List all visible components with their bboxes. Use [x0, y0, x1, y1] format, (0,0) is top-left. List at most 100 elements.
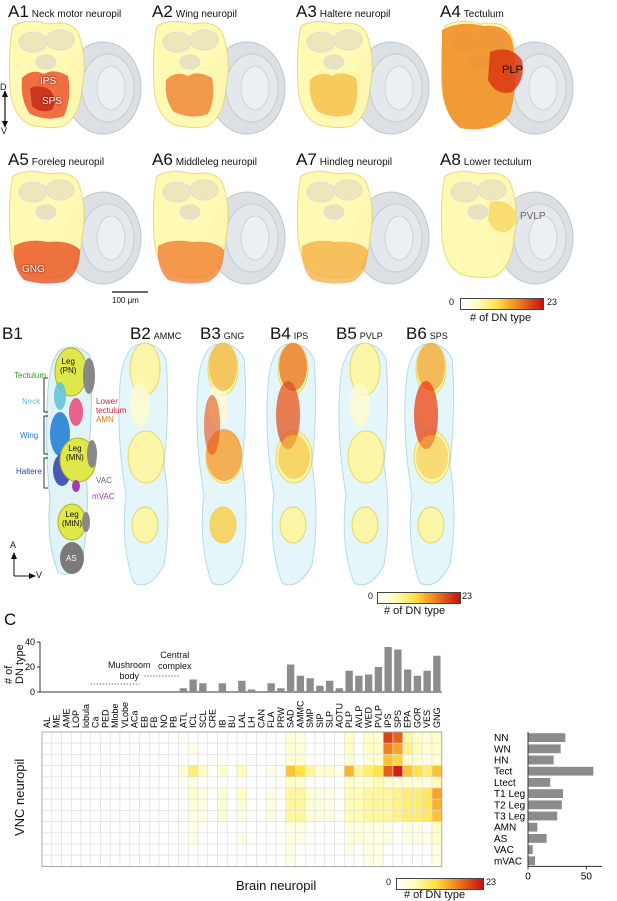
region-label-ips: IPS [40, 76, 57, 87]
heatmap-cell [197, 810, 209, 822]
heatmap-cell [148, 742, 160, 755]
heatmap-cell [353, 854, 365, 867]
heatmap-cell [119, 798, 131, 811]
heatmap-cell [236, 854, 248, 867]
heatmap-cell [70, 810, 82, 822]
heatmap-cell [187, 854, 199, 867]
heatmap-cell [275, 776, 287, 789]
heatmap-cell [197, 798, 209, 811]
heatmap-cell [70, 731, 82, 744]
heatmap-cell [324, 798, 335, 811]
heatmap-cell [100, 843, 111, 856]
brain-count-bar [218, 683, 227, 692]
heatmap-cell [139, 731, 150, 744]
heatmap-cell [236, 754, 248, 766]
heatmap-cell [139, 798, 150, 811]
brain-a7 [296, 170, 430, 285]
heatmap-cell [236, 843, 248, 856]
vnc-count-bar [528, 800, 562, 810]
heatmap-cell [90, 765, 101, 778]
brain-neuropil-label: FLA [266, 711, 276, 728]
heatmap-cell [431, 787, 443, 800]
heatmap-cell [139, 765, 150, 778]
heatmap-cell [363, 731, 374, 744]
heatmap-cell [61, 765, 72, 778]
heatmap-cell [334, 776, 345, 789]
heatmap-cell [158, 765, 170, 778]
heatmap-cell [392, 765, 404, 778]
brain-neuropil-label: SMP [305, 708, 315, 728]
heatmap-cell [139, 854, 150, 867]
heatmap-cell [226, 787, 238, 800]
heatmap-cell [51, 742, 62, 755]
vnc-neuropil-label: AMN [494, 823, 516, 834]
panel-label-c: C [4, 610, 17, 629]
heatmap-cell [109, 742, 121, 755]
heatmap-cell [412, 754, 423, 766]
brain-a6 [152, 170, 286, 285]
heatmap-cell [217, 810, 228, 822]
heatmap-cell [158, 854, 170, 867]
vnc-b6 [404, 342, 455, 586]
brain-neuropil-label: CAN [256, 709, 266, 728]
heatmap-cell [256, 765, 267, 778]
heatmap-cell [41, 742, 53, 755]
colorbar-b-max: 23 [462, 591, 473, 601]
b1-axis-v: V [36, 570, 43, 580]
heatmap-cell [148, 810, 160, 822]
heatmap-cell [382, 810, 394, 822]
heatmap-cell [382, 787, 394, 800]
heatmap-cell [304, 821, 316, 834]
heatmap-cell [265, 832, 277, 845]
top-bar-ytick-label: 0 [30, 687, 35, 697]
heatmap-cell [304, 765, 316, 778]
heatmap-cell [314, 742, 326, 755]
heatmap-cell [402, 776, 413, 789]
heatmap-cell [61, 821, 72, 834]
heatmap-cell [402, 821, 413, 834]
heatmap-cell [431, 776, 443, 789]
heatmap-cell [392, 798, 404, 811]
heatmap-cell [90, 731, 101, 744]
brain-neuropil-label: ATL [178, 712, 188, 728]
brain-a1 [8, 20, 142, 135]
heatmap-cell [363, 798, 374, 811]
heatmap-cell [109, 854, 121, 867]
brain-neuropil-label: FB [149, 716, 159, 728]
heatmap-cell [246, 765, 257, 778]
heatmap-cell [100, 810, 111, 822]
heatmap-cell [70, 821, 82, 834]
heatmap-cell [295, 832, 306, 845]
heatmap-cell [187, 810, 199, 822]
heatmap-cell [304, 810, 316, 822]
brain-neuropil-label: EPA [403, 711, 413, 728]
brain-count-bar [189, 679, 197, 692]
heatmap-cell [285, 765, 296, 778]
brain-neuropil-label: NO [159, 715, 169, 729]
heatmap-cell [80, 754, 92, 766]
heatmap-cell [51, 854, 62, 867]
brain-neuropil-label: SPS [393, 710, 403, 728]
heatmap-cell [373, 821, 384, 834]
heatmap-cell [197, 776, 209, 789]
heatmap-cell [51, 765, 62, 778]
heatmap-cell [363, 832, 374, 845]
heatmap-cell [295, 776, 306, 789]
heatmap-cell [334, 843, 345, 856]
heatmap-cell [246, 798, 257, 811]
heatmap-cell [402, 798, 413, 811]
heatmap-cell [402, 843, 413, 856]
brain-neuropil-label: PRW [276, 707, 286, 728]
heatmap-cell [90, 810, 101, 822]
brain-count-bar [394, 649, 402, 692]
heatmap-cell [80, 854, 92, 867]
heatmap-cell [236, 765, 248, 778]
heatmap-frame [41, 731, 443, 867]
heatmap-cell [285, 731, 296, 744]
heatmap-cell [275, 765, 287, 778]
heatmap-cell [373, 854, 384, 867]
heatmap-cell [256, 832, 267, 845]
